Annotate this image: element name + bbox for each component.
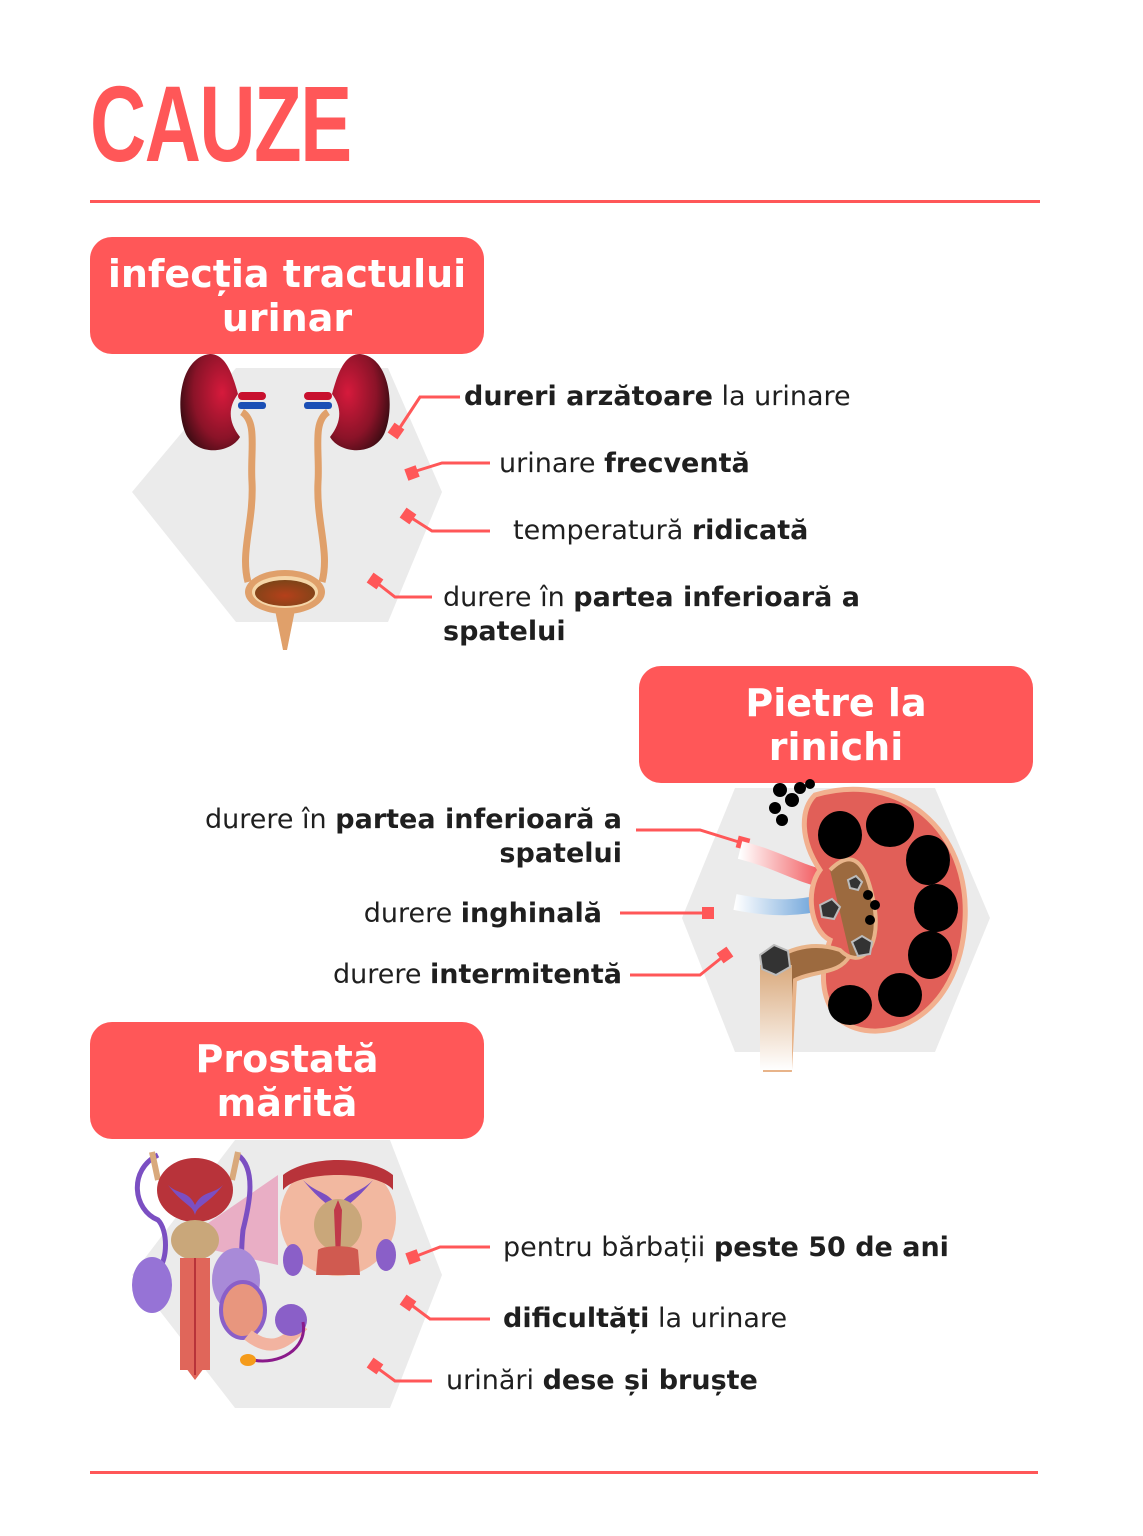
prostate-anatomy-icon <box>132 1151 396 1380</box>
section-label-line: rinichi <box>768 724 904 769</box>
section-label-line: mărită <box>216 1080 358 1125</box>
section-label-uti: infecția tractului urinar <box>90 237 484 354</box>
top-divider <box>90 200 1040 203</box>
kidney-stones-icon <box>733 779 968 1072</box>
section-label-prostate: Prostată mărită <box>90 1022 484 1139</box>
symptom-item: pentru bărbații peste 50 de ani <box>503 1232 949 1263</box>
symptom-item: durere în partea inferioară a spatelui <box>204 804 622 869</box>
symptom-item: durere inghinală <box>363 898 602 929</box>
section-label-line: infecția tractului <box>107 251 467 296</box>
bottom-divider <box>90 1471 1038 1474</box>
symptom-item: urinare frecventă <box>499 448 750 479</box>
urinary-tract-icon <box>180 354 390 650</box>
section-label-line: urinar <box>221 295 353 340</box>
section-label-line: Pietre la <box>745 680 927 725</box>
page-title: CAUZE <box>90 63 352 184</box>
section-label-line: Prostată <box>195 1036 379 1081</box>
symptom-item: durere în partea inferioară a spatelui <box>443 582 861 647</box>
symptom-item: temperatură ridicată <box>513 515 809 546</box>
symptom-item: dureri arzătoare la urinare <box>464 381 851 412</box>
symptom-item: dificultăți la urinare <box>503 1303 788 1334</box>
symptom-item: urinări dese și bruște <box>446 1365 758 1396</box>
section-label-kidney-stones: Pietre la rinichi <box>639 666 1033 783</box>
symptom-item: durere intermitentă <box>332 959 622 990</box>
